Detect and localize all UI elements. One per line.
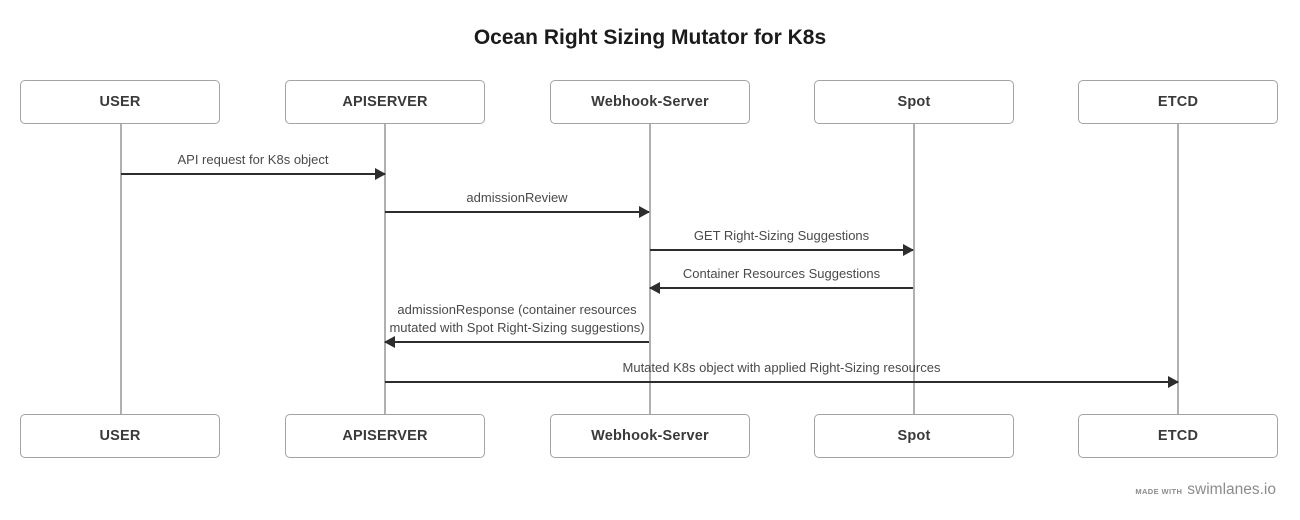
actor-etcd-bottom: ETCD [1078,414,1278,458]
actor-webhook-server-bottom: Webhook-Server [550,414,750,458]
lifeline-etcd [1177,124,1179,414]
arrow-right-icon [385,206,650,218]
actor-apiserver-top: APISERVER [285,80,485,124]
message-get-suggestions-label: GET Right-Sizing Suggestions [693,228,870,243]
actor-spot-bottom: Spot [814,414,1014,458]
actor-user-top: USER [20,80,220,124]
arrow-left-icon [649,282,913,294]
actor-webhook-server-top: Webhook-Server [550,80,750,124]
lifeline-apiserver [384,124,386,414]
arrow-right-icon [385,376,1179,388]
arrow-right-icon [650,244,914,256]
actor-user-bottom: USER [20,414,220,458]
actor-spot-top: Spot [814,80,1014,124]
message-admission-review: admissionReview [385,189,650,218]
made-with-label: MADE WITH [1135,487,1183,496]
swimlanes-branding-link[interactable]: MADE WITH swimlanes.io [1135,481,1276,499]
message-container-suggestions-label: Container Resources Suggestions [682,266,881,281]
actor-etcd-top: ETCD [1078,80,1278,124]
message-admission-response: admissionResponse (container resources m… [384,301,649,348]
lifeline-spot [913,124,915,414]
message-admission-review-label: admissionReview [466,190,568,205]
arrow-right-icon [121,168,386,180]
diagram-title: Ocean Right Sizing Mutator for K8s [473,26,827,49]
message-get-suggestions: GET Right-Sizing Suggestions [650,227,914,256]
message-mutated-object-label: Mutated K8s object with applied Right-Si… [622,360,941,375]
message-api-request: API request for K8s object [121,151,386,180]
actor-apiserver-bottom: APISERVER [285,414,485,458]
lifeline-webhook-server [649,124,651,414]
message-container-suggestions: Container Resources Suggestions [649,265,913,294]
message-api-request-label: API request for K8s object [177,152,329,167]
arrow-left-icon [384,336,649,348]
message-mutated-object: Mutated K8s object with applied Right-Si… [385,359,1179,388]
lifeline-user [120,124,122,414]
message-admission-response-label: admissionResponse (container resources m… [389,302,645,335]
swimlanes-logo-text: swimlanes.io [1187,481,1276,498]
